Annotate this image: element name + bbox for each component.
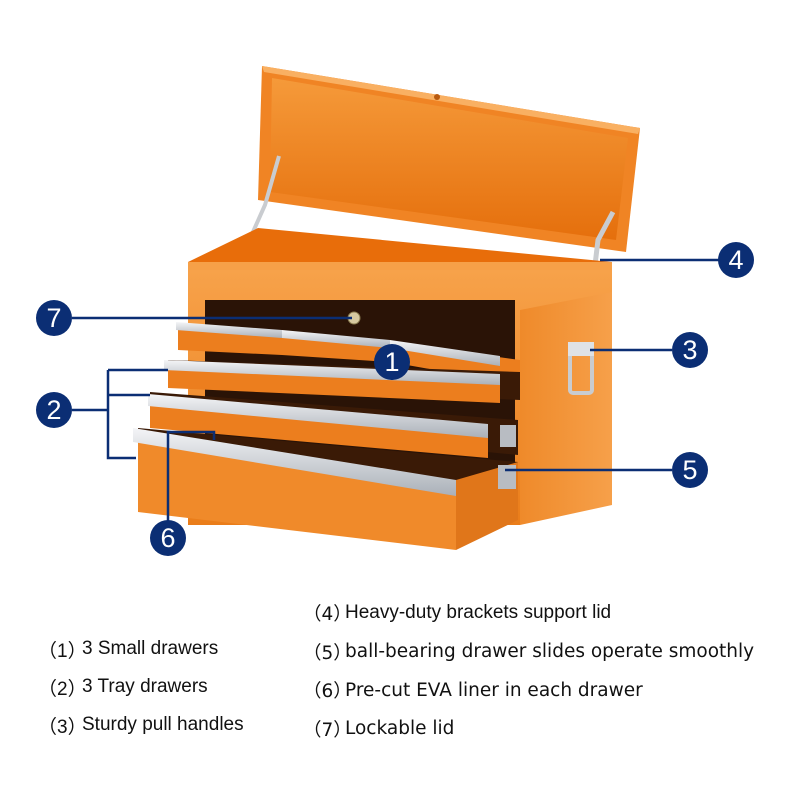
legend-item: （7） Lockable lid	[303, 710, 754, 749]
lid	[258, 66, 640, 252]
legend-text: Pre-cut EVA liner in each drawer	[345, 679, 643, 701]
legend-item: （1） 3 Small drawers	[38, 630, 244, 668]
legend-number: （6）	[303, 681, 352, 703]
legend-text: Heavy-duty brackets support lid	[345, 602, 612, 624]
legend-text: ball-bearing drawer slides operate smoot…	[345, 641, 755, 663]
legend-number: （2）	[38, 678, 87, 700]
side-handle	[568, 342, 594, 395]
callout-badge-3: 3	[672, 332, 708, 368]
legend-text: 3 Tray drawers	[82, 676, 208, 697]
legend-text: Sturdy pull handles	[82, 714, 244, 735]
callout-badge-6: 6	[150, 520, 186, 556]
callout-badge-7: 7	[36, 300, 72, 336]
legend-number: （1）	[38, 640, 87, 662]
drawer-slide	[500, 425, 516, 447]
legend-left: （1） 3 Small drawers （2） 3 Tray drawers （…	[38, 630, 244, 744]
tray-drawer-1	[164, 360, 520, 403]
legend-text: Lockable lid	[345, 718, 455, 740]
legend-number: （4）	[303, 604, 352, 626]
legend-number: （5）	[303, 642, 352, 664]
tray-drawer-3	[133, 428, 518, 550]
callout-badge-2: 2	[36, 392, 72, 428]
callout-badge-5: 5	[672, 452, 708, 488]
tray-drawer-2	[148, 392, 518, 458]
callout-leaders	[72, 258, 720, 525]
legend-text: 3 Small drawers	[82, 638, 219, 659]
toolbox-illustration	[72, 66, 720, 550]
drawer-slide	[498, 465, 516, 489]
callout-badge-1: 1	[374, 344, 410, 380]
legend-item: （2） 3 Tray drawers	[38, 668, 244, 706]
legend-number: （3）	[38, 716, 87, 738]
legend-item: （5） ball-bearing drawer slides operate s…	[303, 633, 754, 672]
legend-right: （4） Heavy-duty brackets support lid （5） …	[303, 594, 754, 748]
legend-item: （6） Pre-cut EVA liner in each drawer	[303, 671, 754, 710]
callout-badge-4: 4	[718, 242, 754, 278]
legend-item: （3） Sturdy pull handles	[38, 706, 244, 744]
legend-number: （7）	[303, 719, 352, 741]
legend-item: （4） Heavy-duty brackets support lid	[303, 594, 754, 633]
